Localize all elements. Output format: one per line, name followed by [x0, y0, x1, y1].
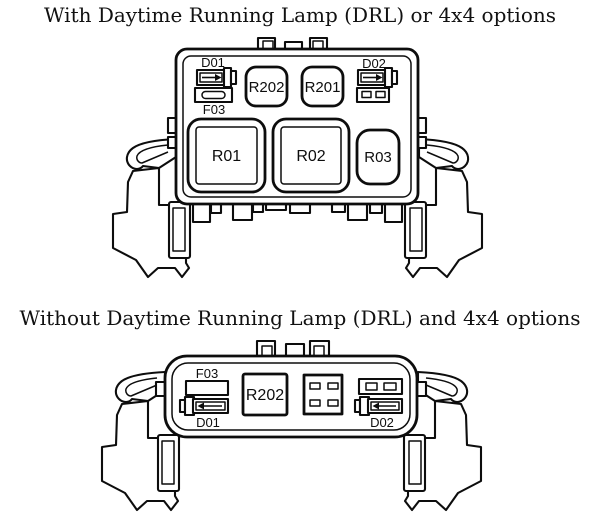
fusebox-housing	[163, 354, 419, 439]
diagram-title-without-drl: Without Daytime Running Lamp (DRL) and 4…	[19, 306, 581, 330]
fusebox-housing-inner	[171, 362, 411, 431]
connector-4pin	[302, 373, 344, 416]
relay-r03-label: R03	[364, 149, 392, 166]
relay-r202-label: R202	[249, 79, 285, 96]
arrow-left-icon	[197, 402, 222, 410]
connector-d02-pins	[357, 377, 404, 396]
relay-r202: R202	[241, 372, 289, 417]
diode-d01: D01	[195, 55, 238, 89]
arrow-right-icon	[363, 74, 383, 81]
top-tab	[308, 339, 331, 358]
fuse-f03-label: F03	[196, 366, 218, 381]
diode-d02-label: D02	[370, 415, 394, 430]
diode-d01-label: D01	[201, 55, 225, 70]
fusebox-diagram-without-drl: F03 D01 R202	[100, 339, 483, 512]
top-tab	[284, 342, 306, 358]
diode-d02: D02	[355, 56, 399, 104]
relay-r03: R03	[355, 128, 401, 186]
fusebox-diagram-with-drl: D01 F03 R202 R201 D02	[111, 36, 484, 279]
diode-d01: D01	[178, 395, 230, 430]
relay-r201-label: R201	[305, 79, 341, 96]
relay-r201: R201	[300, 65, 345, 108]
fuse-f03: F03	[184, 366, 230, 397]
diode-d02-label: D02	[362, 56, 386, 71]
top-tabs	[255, 339, 331, 358]
diode-d02: D02	[353, 377, 404, 430]
relay-r202: R202	[244, 65, 289, 108]
fuse-f03-label: F03	[203, 102, 225, 117]
relay-r202-label: R202	[246, 387, 284, 404]
fuse-f03: F03	[193, 86, 234, 117]
relay-r01: R01	[186, 117, 267, 194]
arrow-right-icon	[202, 74, 222, 81]
connector-d02-pins	[355, 86, 391, 104]
relay-r02: R02	[271, 117, 351, 194]
fusebox-housing-inner	[182, 55, 412, 198]
diagram-title-with-drl: With Daytime Running Lamp (DRL) or 4x4 o…	[43, 3, 557, 27]
relay-r01-label: R01	[212, 148, 241, 165]
arrow-left-icon	[372, 402, 396, 410]
relay-r02-label: R02	[296, 148, 325, 165]
diode-d01-label: D01	[196, 415, 220, 430]
